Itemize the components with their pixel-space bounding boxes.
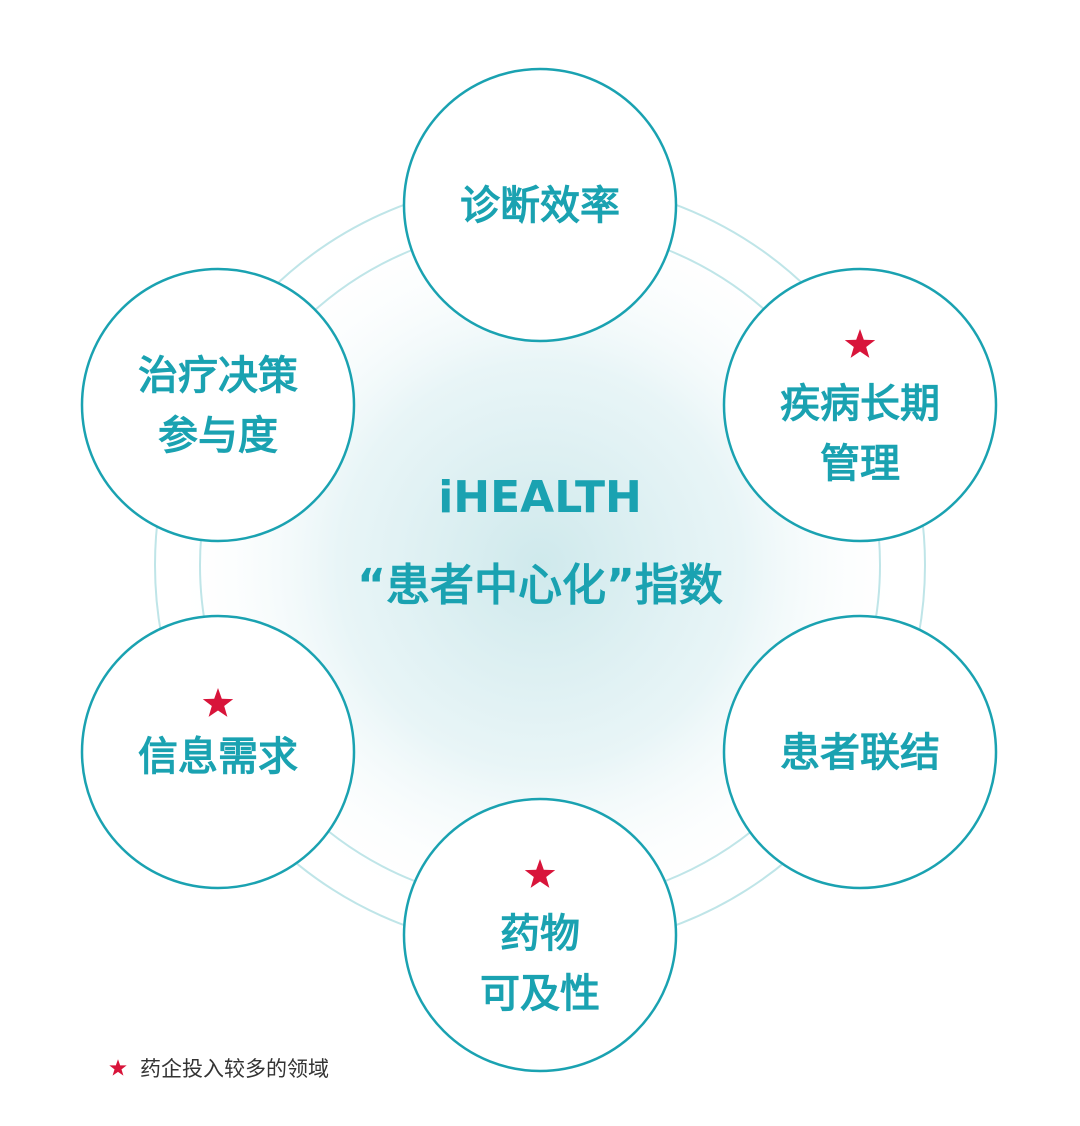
node-circle: [402, 797, 678, 1073]
center-title: iHEALTH: [438, 472, 642, 523]
node-label: 可及性: [480, 971, 600, 1017]
node-label: 药物: [500, 911, 580, 957]
node-label: 信息需求: [138, 734, 298, 780]
legend-text: 药企投入较多的领域: [140, 1057, 329, 1081]
node-circle: [80, 267, 356, 543]
node-circle: [722, 267, 998, 543]
star-icon: [524, 859, 556, 888]
center-label: iHEALTH “患者中心化”指数: [357, 472, 723, 611]
node-circle: [402, 67, 678, 343]
star-icon: [109, 1059, 127, 1076]
node-diagnosis: 诊断效率: [402, 67, 678, 343]
node-label: 治疗决策: [138, 353, 298, 399]
node-label: 患者联结: [780, 730, 940, 776]
center-subtitle: “患者中心化”指数: [357, 560, 723, 611]
node-label: 疾病长期: [780, 381, 940, 427]
node-label: 参与度: [158, 413, 278, 459]
node-circle: [722, 614, 998, 890]
node-info: 信息需求: [80, 614, 356, 890]
star-icon: [202, 688, 234, 717]
node-label: 管理: [820, 441, 900, 487]
node-label: 诊断效率: [460, 183, 620, 229]
star-icon: [844, 329, 876, 358]
node-circle: [80, 614, 356, 890]
legend: 药企投入较多的领域: [108, 1052, 329, 1084]
node-connection: 患者联结: [722, 614, 998, 890]
